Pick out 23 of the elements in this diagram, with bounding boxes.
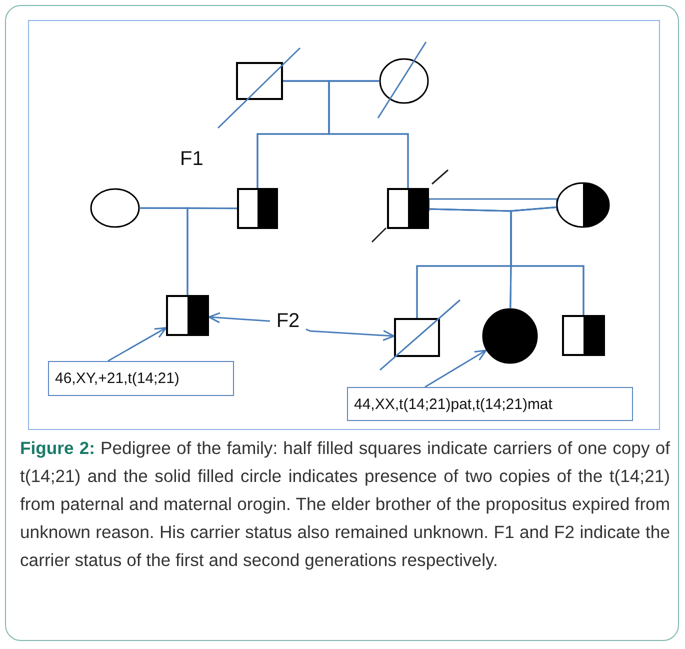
half-filled-pedigree-circle	[556, 182, 610, 228]
half-filled-pedigree-square	[562, 315, 605, 356]
pedigree-line	[328, 80, 409, 188]
pedigree-line	[186, 207, 237, 295]
karyotype-box: 44,XX,t(14;21)pat,t(14;21)mat	[347, 387, 633, 421]
arrow	[424, 350, 487, 388]
consanguineous-marriage-line	[428, 198, 558, 211]
arrow	[306, 328, 395, 342]
generation-label: F2	[270, 306, 306, 336]
half-filled-pedigree-square	[387, 188, 429, 229]
pedigree-circle	[379, 58, 429, 104]
pedigree-square	[236, 62, 283, 100]
half-filled-pedigree-square	[166, 295, 209, 336]
half-filled-pedigree-square	[237, 188, 278, 229]
generation-label: F1	[180, 148, 204, 171]
pedigree-circle	[90, 188, 140, 228]
figure-caption: Figure 2: Pedigree of the family: half filled squares indicate carriers of one copy of t(14;21) and the solid filled circle indicates presence of two copies of the t(14;21) from paternal and maternal orogin. The elder brother of the propositus expired from unknown reason. His carrier status also remained unknown. F1 and F2 indicate the carrier status of the first and second generations respectively.	[20, 437, 670, 572]
arrow	[208, 312, 270, 324]
filled-pedigree-circle	[482, 308, 538, 364]
pedigree-line	[510, 206, 584, 315]
karyotype-box: 46,XY,+21,t(14;21)	[48, 361, 234, 396]
arrow	[107, 327, 167, 362]
pedigree-square	[394, 318, 440, 357]
